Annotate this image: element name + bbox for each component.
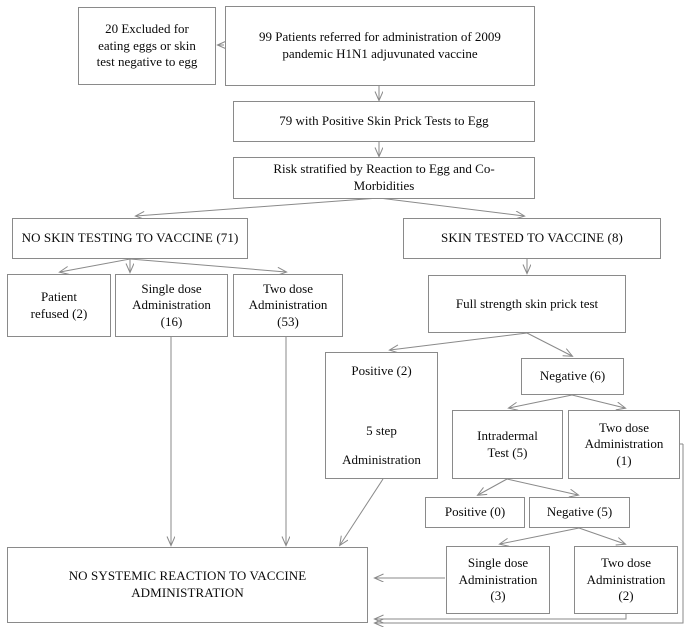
edge-noskin-to-refused bbox=[60, 258, 131, 272]
node-no-systemic-reaction-label: NO SYSTEMIC REACTION TO VACCINE ADMINIST… bbox=[68, 568, 307, 600]
edge-intradermal-to-positive0 bbox=[478, 478, 508, 495]
node-positive-2-five-step[interactable]: Positive (2) 5 step Administration bbox=[325, 352, 438, 479]
edge-risk-to-noskin bbox=[136, 197, 380, 216]
node-full-strength-skin-prick-test[interactable]: Full strength skin prick test bbox=[428, 275, 626, 333]
edge-risk-to-skintested bbox=[378, 197, 524, 216]
node-patient-refused-label: Patient refused (2) bbox=[30, 288, 88, 321]
node-full-strength-skin-prick-test-label: Full strength skin prick test bbox=[455, 295, 599, 311]
node-single-dose-16[interactable]: Single dose Administration (16) bbox=[115, 274, 228, 337]
edge-negative6-to-two1 bbox=[571, 394, 625, 408]
node-skin-tested[interactable]: SKIN TESTED TO VACCINE (8) bbox=[403, 218, 661, 259]
edge-two2-to-final bbox=[375, 614, 627, 619]
node-intradermal-test-5-label: Intradermal Test (5) bbox=[477, 427, 538, 460]
node-positive-0-label: Positive (0) bbox=[444, 504, 506, 520]
edge-positive2-to-final bbox=[340, 478, 384, 545]
node-patients-referred-label: 99 Patients referred for administration … bbox=[259, 29, 501, 61]
node-two-dose-2-label: Two dose Administration (2) bbox=[586, 555, 666, 604]
node-positive-skin-prick-tests[interactable]: 79 with Positive Skin Prick Tests to Egg bbox=[233, 101, 535, 142]
node-negative-6[interactable]: Negative (6) bbox=[521, 358, 624, 395]
edge-fullstrength-to-negative6 bbox=[526, 332, 572, 356]
node-two-dose-1-label: Two dose Administration (1) bbox=[584, 419, 664, 468]
edge-negative5-to-two2 bbox=[578, 527, 625, 544]
node-no-skin-testing-label: NO SKIN TESTING TO VACCINE (71) bbox=[21, 230, 239, 246]
edge-negative5-to-single3 bbox=[500, 527, 580, 544]
node-two-dose-53[interactable]: Two dose Administration (53) bbox=[233, 274, 343, 337]
node-single-dose-3-label: Single dose Administration (3) bbox=[458, 555, 538, 604]
node-two-dose-1[interactable]: Two dose Administration (1) bbox=[568, 410, 680, 479]
edge-fullstrength-to-positive2 bbox=[390, 332, 528, 350]
node-negative-5[interactable]: Negative (5) bbox=[529, 497, 630, 528]
edge-noskin-to-two53 bbox=[129, 258, 286, 272]
node-no-systemic-reaction[interactable]: NO SYSTEMIC REACTION TO VACCINE ADMINIST… bbox=[7, 547, 368, 623]
node-negative-6-label: Negative (6) bbox=[539, 368, 606, 384]
node-no-skin-testing[interactable]: NO SKIN TESTING TO VACCINE (71) bbox=[12, 218, 248, 259]
node-intradermal-test-5[interactable]: Intradermal Test (5) bbox=[452, 410, 563, 479]
node-negative-5-label: Negative (5) bbox=[546, 504, 613, 520]
node-single-dose-16-label: Single dose Administration (16) bbox=[132, 280, 211, 329]
node-positive-2-five-step-label: Positive (2) 5 step Administration bbox=[342, 362, 421, 468]
node-positive-0[interactable]: Positive (0) bbox=[425, 497, 525, 528]
node-risk-stratified[interactable]: Risk stratified by Reaction to Egg and C… bbox=[233, 157, 535, 199]
node-two-dose-2[interactable]: Two dose Administration (2) bbox=[574, 546, 678, 614]
edge-negative6-to-intradermal bbox=[509, 394, 573, 408]
edge-intradermal-to-negative5 bbox=[506, 478, 578, 495]
node-risk-stratified-label: Risk stratified by Reaction to Egg and C… bbox=[273, 161, 495, 193]
node-positive-skin-prick-tests-label: 79 with Positive Skin Prick Tests to Egg bbox=[279, 113, 489, 129]
node-excluded[interactable]: 20 Excluded for eating eggs or skin test… bbox=[78, 7, 216, 85]
node-single-dose-3[interactable]: Single dose Administration (3) bbox=[446, 546, 550, 614]
node-two-dose-53-label: Two dose Administration (53) bbox=[248, 280, 328, 329]
node-patients-referred[interactable]: 99 Patients referred for administration … bbox=[225, 6, 535, 86]
node-patient-refused[interactable]: Patient refused (2) bbox=[7, 274, 111, 337]
node-skin-tested-label: SKIN TESTED TO VACCINE (8) bbox=[441, 230, 623, 246]
node-excluded-label: 20 Excluded for eating eggs or skin test… bbox=[96, 21, 198, 70]
